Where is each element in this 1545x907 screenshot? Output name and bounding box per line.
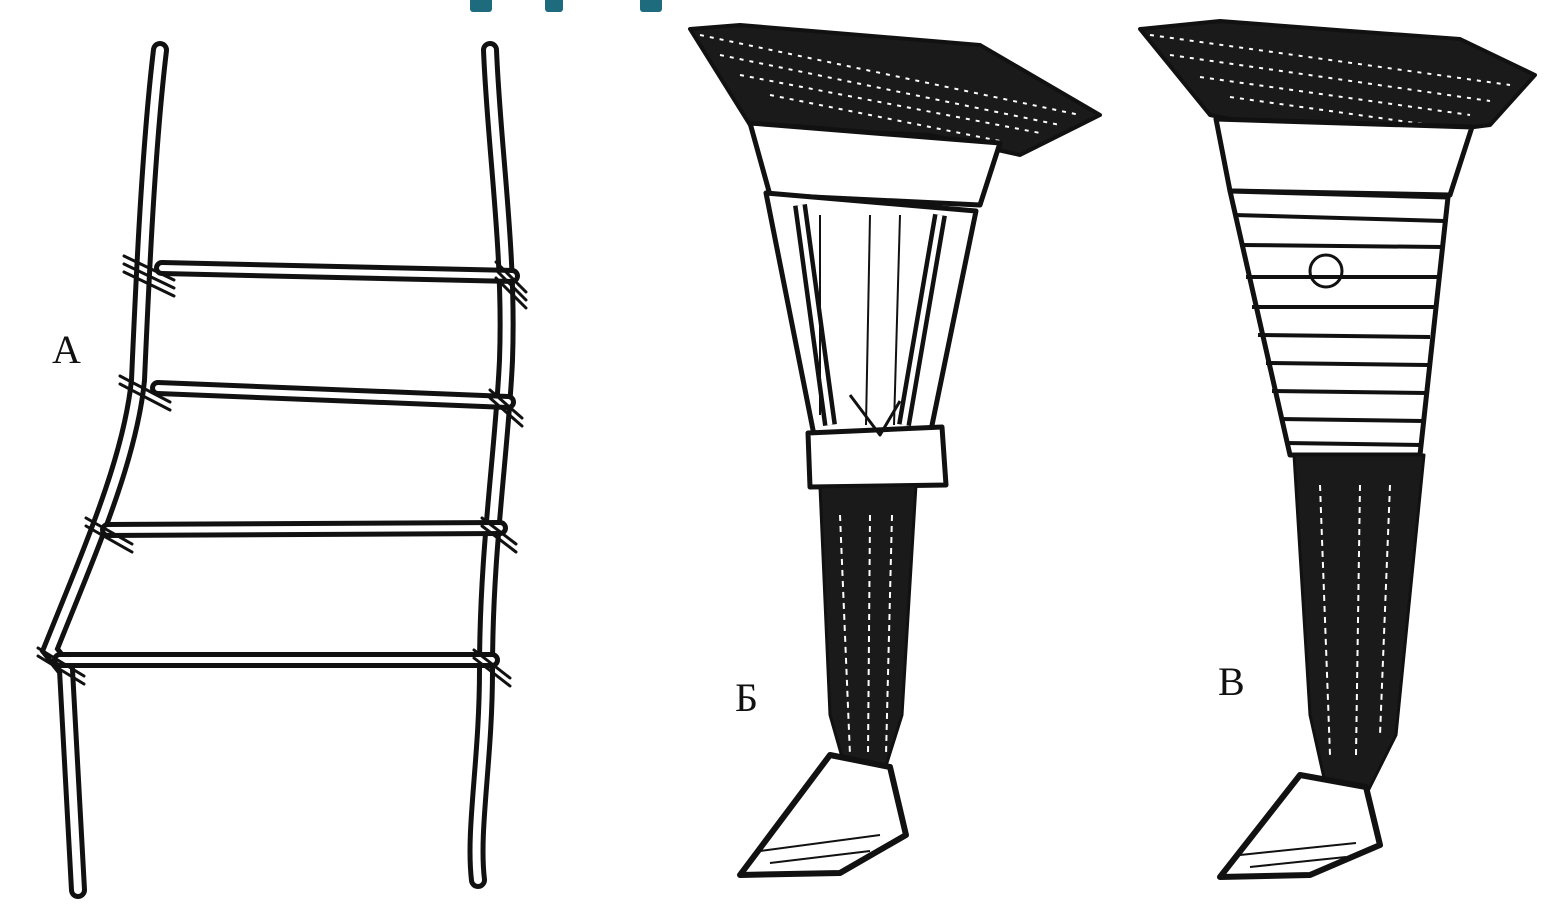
label-b: Б bbox=[735, 678, 758, 718]
cropped-title-fragment bbox=[0, 0, 1545, 14]
figure-a-ladder-splint bbox=[20, 30, 540, 900]
figure-b-leg-with-splints bbox=[680, 15, 1110, 885]
leg-b-drawing bbox=[680, 15, 1110, 885]
figure-v-leg-with-spiral-bandage bbox=[1130, 15, 1545, 885]
ladder-splint-drawing bbox=[20, 30, 540, 900]
label-v: В bbox=[1218, 662, 1245, 702]
leg-v-drawing bbox=[1130, 15, 1545, 885]
label-a: А bbox=[52, 330, 81, 370]
